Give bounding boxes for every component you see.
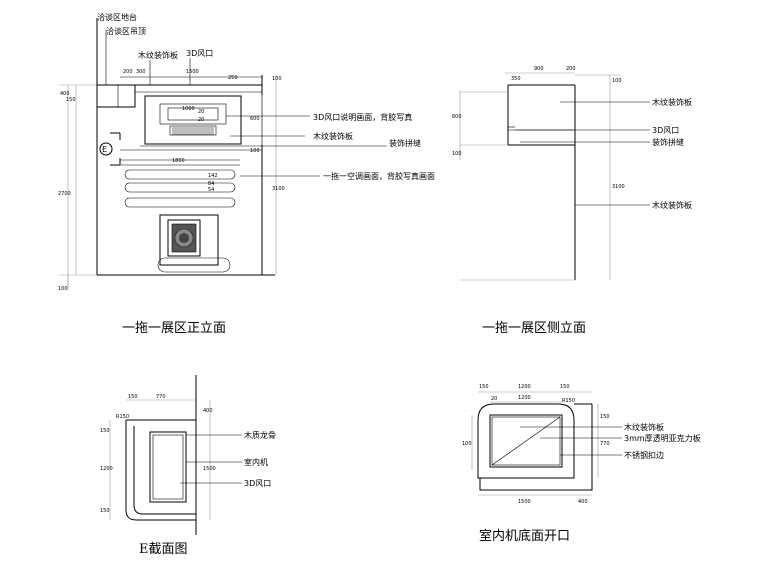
e-callout-keel: 木质龙骨: [244, 430, 276, 440]
side-callout-wood-top: 木纹装饰板: [652, 97, 692, 107]
dim-20: 20: [198, 109, 204, 115]
bottom-dim-r150: R150: [562, 398, 575, 404]
bottom-dim-400: 400: [578, 499, 588, 505]
side-dim-200: 200: [566, 66, 576, 72]
bottom-callout-steel: 不锈钢扣边: [624, 450, 664, 460]
e-dim-770: 770: [156, 394, 166, 400]
dim-3100: 3100: [272, 186, 285, 192]
callout-ceiling: 洽谈区吊顶: [106, 26, 146, 36]
e-dim-150c: 150: [100, 508, 110, 514]
bottom-dim-770: 770: [600, 441, 610, 447]
dim-200: 200: [123, 69, 133, 75]
e-dim-150b: 150: [100, 428, 110, 434]
bottom-dim-1500: 1500: [518, 499, 531, 505]
dim-100a: 100: [272, 76, 282, 82]
callout-3d-vent: 3D风口: [186, 49, 213, 58]
callout-ac-photo: 一拖一空调画面，背胶写真画面: [323, 171, 435, 181]
front-elevation: E: [60, 18, 387, 290]
side-dim-600: 600: [452, 114, 462, 120]
callout-counter: 洽谈区地台: [97, 12, 137, 22]
bottom-dim-1200: 1200: [518, 384, 531, 390]
e-dim-1500: 1500: [203, 466, 216, 472]
side-dim-3100: 3100: [612, 184, 625, 190]
side-dim-900: 900: [534, 66, 544, 72]
bottom-dim-150b: 150: [560, 384, 570, 390]
dim-1000: 1000: [182, 106, 195, 112]
side-callout-wood-mid: 木纹装饰板: [652, 200, 692, 210]
dim-150: 150: [66, 97, 76, 103]
dim-1500: 1500: [186, 69, 199, 75]
callout-vent-photo: 3D风口说明画面，背胶写真: [313, 112, 412, 122]
dim-600: 600: [250, 116, 260, 122]
bottom-dim-100: 100: [462, 441, 472, 447]
dim-1800: 1800: [172, 158, 185, 164]
section-e-title: E截面图: [139, 542, 188, 557]
dim-400: 400: [60, 91, 70, 97]
front-elevation-title: 一拖一展区正立面: [122, 321, 226, 336]
side-elevation-title: 一拖一展区侧立面: [482, 321, 586, 336]
side-elevation: [459, 72, 650, 281]
e-dim-400: 400: [203, 408, 213, 414]
callout-seam: 装饰拼缝: [389, 138, 421, 148]
side-dim-350: 350: [511, 76, 521, 82]
bottom-callout-wood: 木纹装饰板: [624, 422, 664, 432]
dim-250: 250: [228, 75, 238, 81]
dim-100c: 100: [58, 286, 68, 292]
callout-wood-panel-2: 木纹装饰板: [313, 131, 353, 141]
side-callout-3d-vent: 3D风口: [652, 126, 679, 135]
dim-20b: 20: [198, 117, 204, 123]
bottom-dim-20: 20: [491, 396, 497, 402]
bottom-dim-1200b: 1200: [518, 395, 531, 401]
e-callout-3d-vent: 3D风口: [244, 479, 271, 488]
e-dim-r150: R150: [116, 414, 129, 420]
section-marker-e: E: [102, 145, 107, 154]
dim-300: 300: [136, 69, 146, 75]
section-e: [109, 375, 242, 535]
bottom-dim-150v: 150: [600, 414, 610, 420]
bottom-dim-150: 150: [479, 384, 489, 390]
e-callout-indoor-unit: 室内机: [244, 457, 268, 467]
side-callout-seam: 装饰拼缝: [652, 137, 684, 147]
side-dim-100b: 100: [452, 151, 462, 157]
side-dim-100: 100: [612, 78, 622, 84]
dim-54: 54: [208, 187, 214, 193]
dim-2700: 2700: [58, 191, 71, 197]
e-dim-1200: 1200: [100, 466, 113, 472]
e-dim-150: 150: [128, 394, 138, 400]
dim-142: 142: [208, 173, 218, 179]
bottom-callout-acrylic: 3mm厚透明亚克力板: [624, 433, 701, 443]
dim-100b: 100: [250, 148, 260, 154]
callout-wood-panel: 木纹装饰板: [138, 50, 178, 60]
dim-84: 84: [208, 181, 214, 187]
bottom-opening: [471, 391, 622, 496]
bottom-opening-title: 室内机底面开口: [479, 528, 570, 544]
